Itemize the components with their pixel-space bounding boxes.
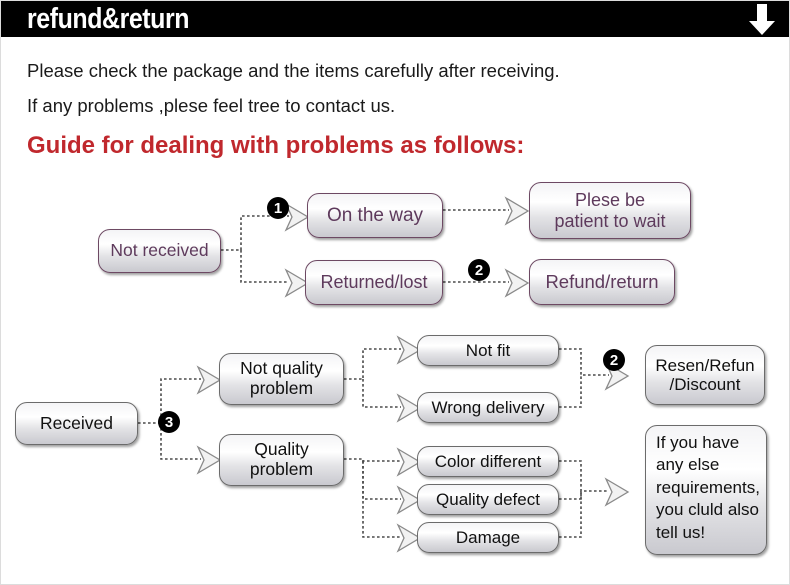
node-received[interactable]: Received xyxy=(15,402,138,445)
node-wrong-delivery[interactable]: Wrong delivery xyxy=(417,392,559,423)
intro-line-2: If any problems ,plese feel tree to cont… xyxy=(27,95,396,116)
node-not-fit[interactable]: Not fit xyxy=(417,335,559,366)
badge-step-2-section1: 2 xyxy=(468,259,490,281)
node-plese-be-patient[interactable]: Plese be patient to wait xyxy=(529,182,691,239)
node-not-received[interactable]: Not received xyxy=(98,229,221,273)
node-quality-defect[interactable]: Quality defect xyxy=(417,484,559,515)
node-refund-return[interactable]: Refund/return xyxy=(529,259,675,305)
page-title: refund&return xyxy=(27,3,190,35)
node-returned-lost[interactable]: Returned/lost xyxy=(305,260,443,305)
down-arrow-icon xyxy=(749,4,775,35)
node-contact-note[interactable]: If you have any else requirements, you c… xyxy=(645,425,767,555)
badge-step-2-section2: 2 xyxy=(603,349,625,371)
node-quality-problem[interactable]: Quality problem xyxy=(219,434,344,486)
node-color-different[interactable]: Color different xyxy=(417,446,559,477)
intro-line-1: Please check the package and the items c… xyxy=(27,60,560,81)
node-damage[interactable]: Damage xyxy=(417,522,559,553)
header-banner: refund&return xyxy=(1,1,789,37)
badge-step-3: 3 xyxy=(158,411,180,433)
node-on-the-way[interactable]: On the way xyxy=(307,193,443,238)
node-not-quality-problem[interactable]: Not quality problem xyxy=(219,353,344,405)
node-resend-refund-discount[interactable]: Resen/Refun /Discount xyxy=(645,345,765,405)
guide-heading: Guide for dealing with problems as follo… xyxy=(27,132,525,159)
badge-step-1: 1 xyxy=(267,197,289,219)
